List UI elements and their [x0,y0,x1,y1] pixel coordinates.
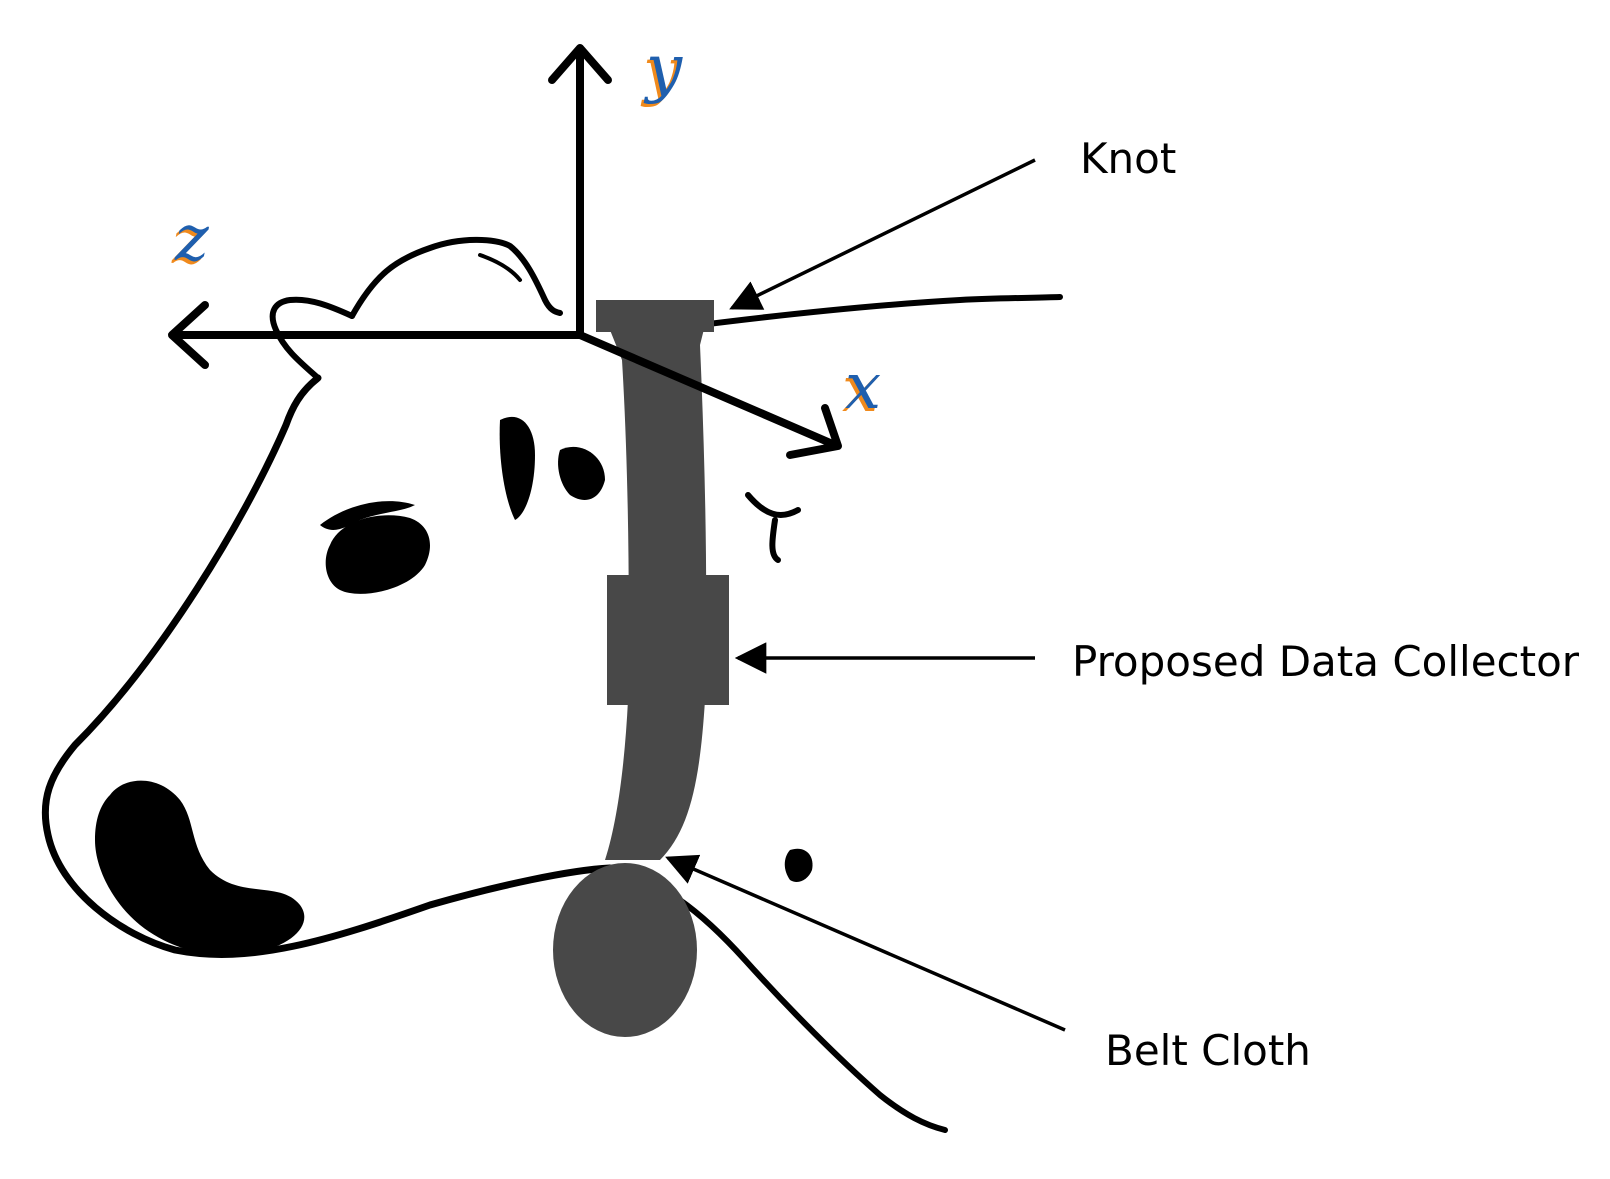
axis-labels: y y z z x x [171,32,881,427]
z-axis-arrowhead [168,301,209,369]
z-axis-label-shadow: z [171,205,207,279]
forehead-mark-left [499,416,535,520]
data-collector-label: Proposed Data Collector [1072,637,1580,686]
forehead-mark-right [558,446,605,500]
left-ear [269,296,355,381]
knot-label: Knot [1080,134,1176,183]
belt-hanging-end [553,863,697,1037]
neck-mark [784,848,813,882]
cow-head [41,236,1063,1133]
belt-cloth [553,300,729,1037]
y-axis-label: y [643,32,683,106]
neck-line [697,294,1063,328]
z-axis-label: z [174,202,210,276]
eye-brow-patch [320,501,415,530]
y-axis-arrowhead [548,44,612,84]
knot-block [596,300,714,332]
data-collector-box [607,575,729,705]
x-axis-label: x [845,350,881,424]
callout-labels: Knot Proposed Data Collector Belt Cloth [1072,134,1580,1075]
knot-leader [729,158,1036,310]
y-axis-label-shadow: y [640,35,680,109]
head-outline [41,374,614,958]
cow-markings [95,416,813,956]
right-ear-stroke [769,517,781,563]
x-axis [576,331,839,449]
nose-patch [95,780,305,956]
right-ear [745,492,801,518]
belt-cloth-label: Belt Cloth [1105,1026,1311,1075]
x-axis-label-shadow: x [842,353,878,427]
eye-patch [325,515,430,594]
x-axis-arrowhead [786,404,842,459]
horn-inner [478,253,522,282]
callout-leaders [665,158,1066,1032]
coordinate-axes [168,44,842,459]
belt-cloth-leader [665,854,1066,1032]
horn [349,236,563,319]
